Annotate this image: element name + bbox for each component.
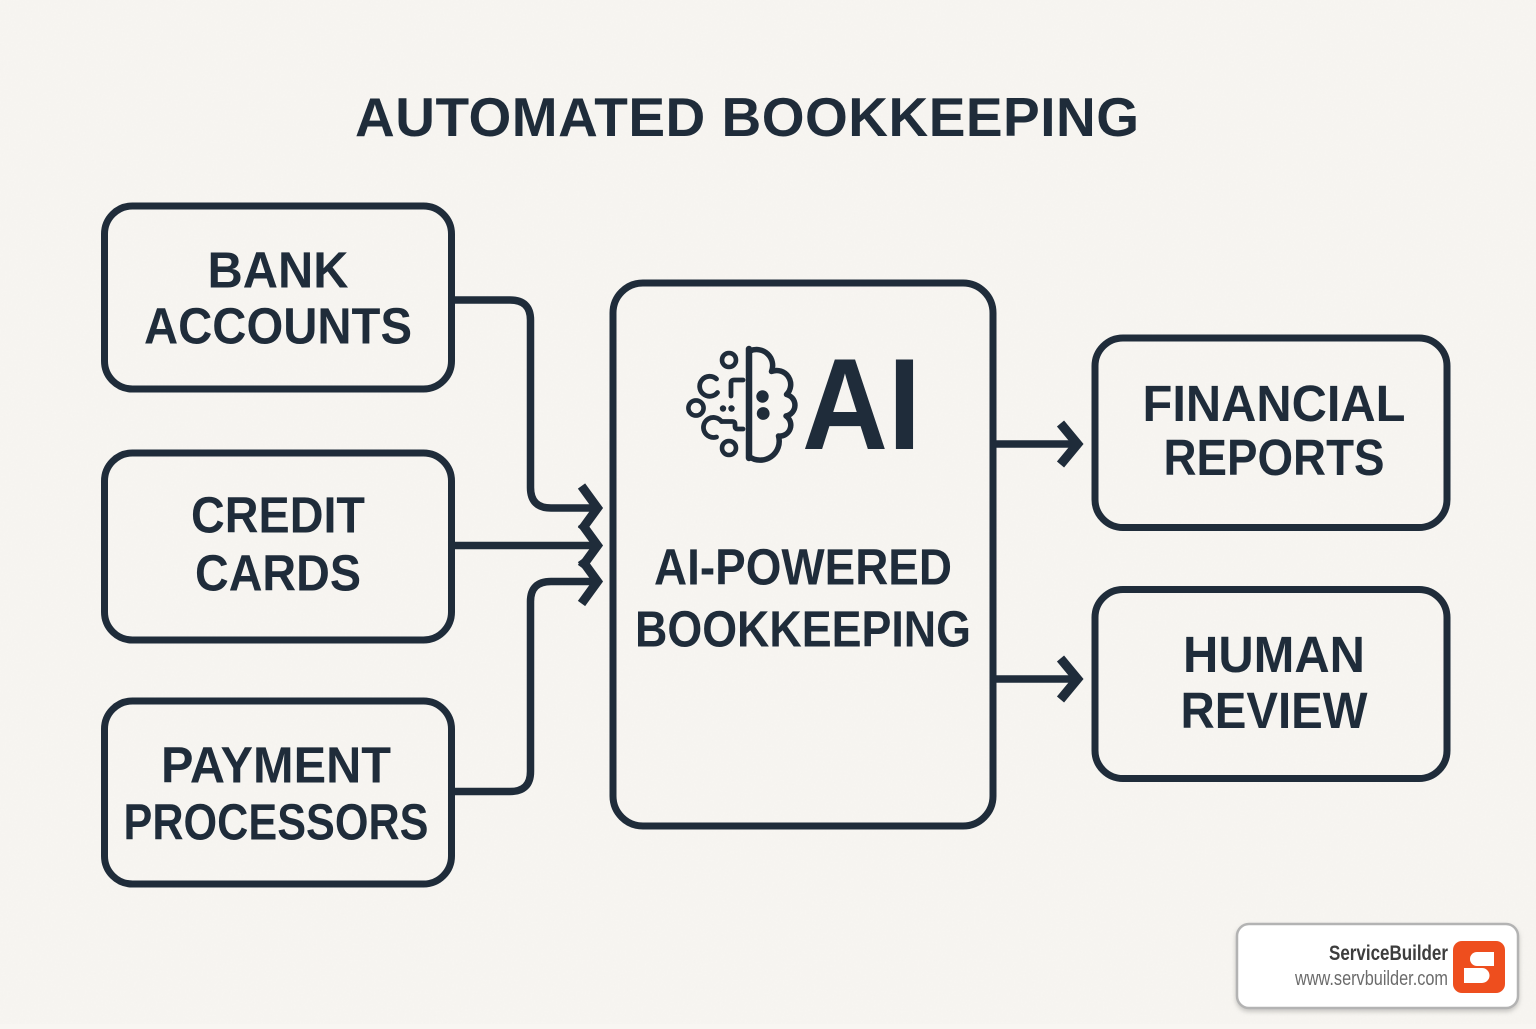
svg-text:PAYMENT: PAYMENT (161, 737, 391, 794)
svg-text:AUTOMATED BOOKKEEPING: AUTOMATED BOOKKEEPING (355, 86, 1139, 148)
svg-text:AI: AI (802, 331, 921, 477)
svg-text:PROCESSORS: PROCESSORS (124, 794, 429, 851)
svg-text:FINANCIAL: FINANCIAL (1143, 375, 1406, 432)
svg-text:REVIEW: REVIEW (1181, 682, 1369, 739)
svg-text:CREDIT: CREDIT (191, 487, 365, 544)
svg-text:ACCOUNTS: ACCOUNTS (144, 298, 412, 355)
svg-text:HUMAN: HUMAN (1183, 626, 1365, 683)
svg-text:REPORTS: REPORTS (1164, 429, 1385, 486)
svg-text:ServiceBuilder: ServiceBuilder (1329, 942, 1448, 965)
svg-text:CARDS: CARDS (195, 545, 361, 602)
svg-text:BANK: BANK (208, 242, 349, 299)
svg-text:BOOKKEEPING: BOOKKEEPING (635, 601, 971, 658)
svg-text:www.servbuilder.com: www.servbuilder.com (1294, 968, 1448, 990)
svg-text:AI-POWERED: AI-POWERED (654, 539, 952, 596)
